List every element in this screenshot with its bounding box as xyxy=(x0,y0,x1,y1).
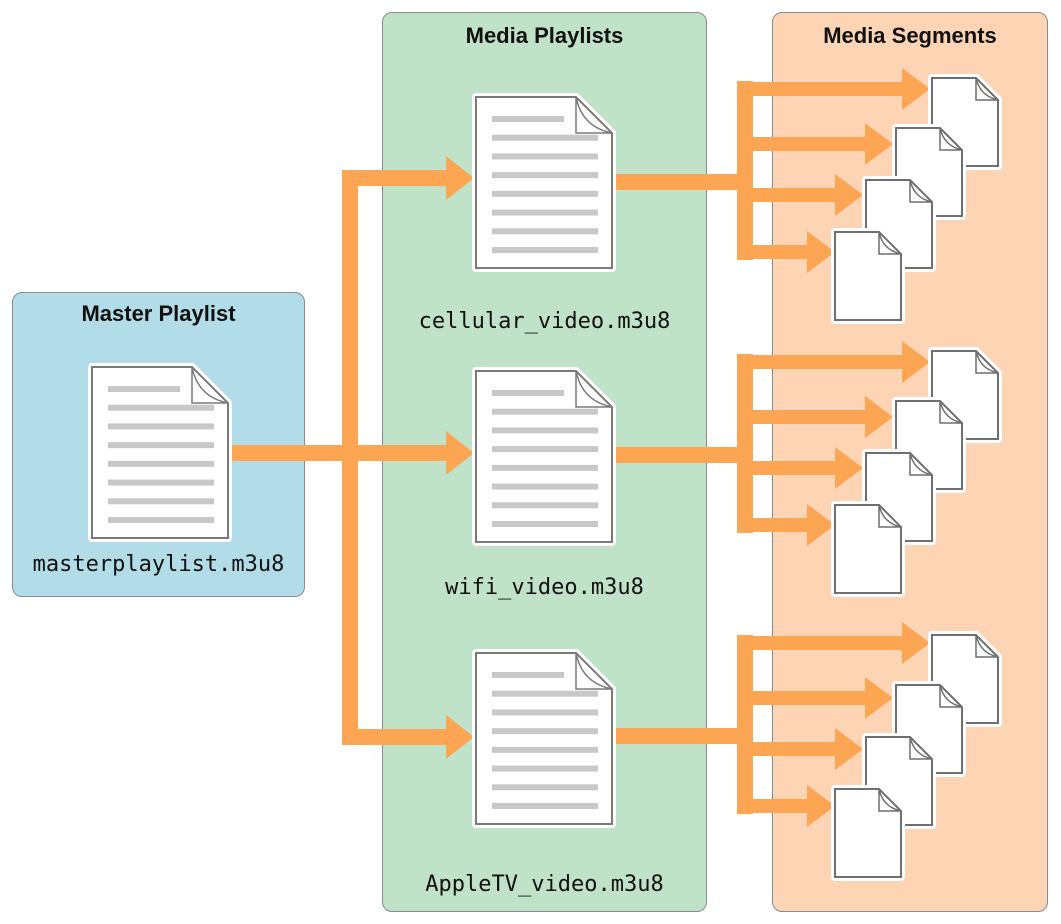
document-icon xyxy=(472,367,616,546)
arrowhead-to-media-1 xyxy=(446,431,474,475)
media-segments-title: Media Segments xyxy=(823,23,997,48)
segment-file-icon xyxy=(892,681,966,777)
document-icon xyxy=(88,363,232,542)
arrowhead-to-media-0 xyxy=(446,156,474,200)
arrowhead-to-segment-2-1 xyxy=(865,677,893,719)
arrowhead-to-segment-2-3 xyxy=(807,785,835,827)
arrowhead-to-segment-0-1 xyxy=(865,123,893,165)
media-file-label-wifi: wifi_video.m3u8 xyxy=(445,575,644,600)
arrowhead-to-segment-1-2 xyxy=(835,447,863,489)
arrowhead-to-segment-2-2 xyxy=(835,728,863,770)
segment-file-icon xyxy=(831,785,905,881)
arrowhead-to-segment-2-0 xyxy=(902,622,930,664)
document-icon xyxy=(472,93,616,272)
document-icon xyxy=(472,649,616,828)
segment-file-icon xyxy=(831,228,905,324)
arrowhead-to-segment-1-0 xyxy=(902,341,930,383)
media-playlists-title: Media Playlists xyxy=(465,23,624,48)
arrowhead-to-segment-0-0 xyxy=(902,68,930,110)
arrowhead-to-segment-1-3 xyxy=(807,504,835,546)
documents-layer xyxy=(88,74,1002,881)
arrowhead-to-segment-1-1 xyxy=(865,396,893,438)
master-playlist-title: Master Playlist xyxy=(81,301,236,326)
arrowhead-to-media-2 xyxy=(446,715,474,759)
media-file-label-cellular: cellular_video.m3u8 xyxy=(418,309,671,334)
media-file-label-appletv: AppleTV_video.m3u8 xyxy=(425,872,664,897)
arrowhead-to-segment-0-2 xyxy=(835,174,863,216)
arrowhead-to-segment-0-3 xyxy=(807,231,835,273)
arrows-layer xyxy=(230,68,930,827)
master-file-label: masterplaylist.m3u8 xyxy=(32,552,285,577)
segment-file-icon xyxy=(831,501,905,597)
